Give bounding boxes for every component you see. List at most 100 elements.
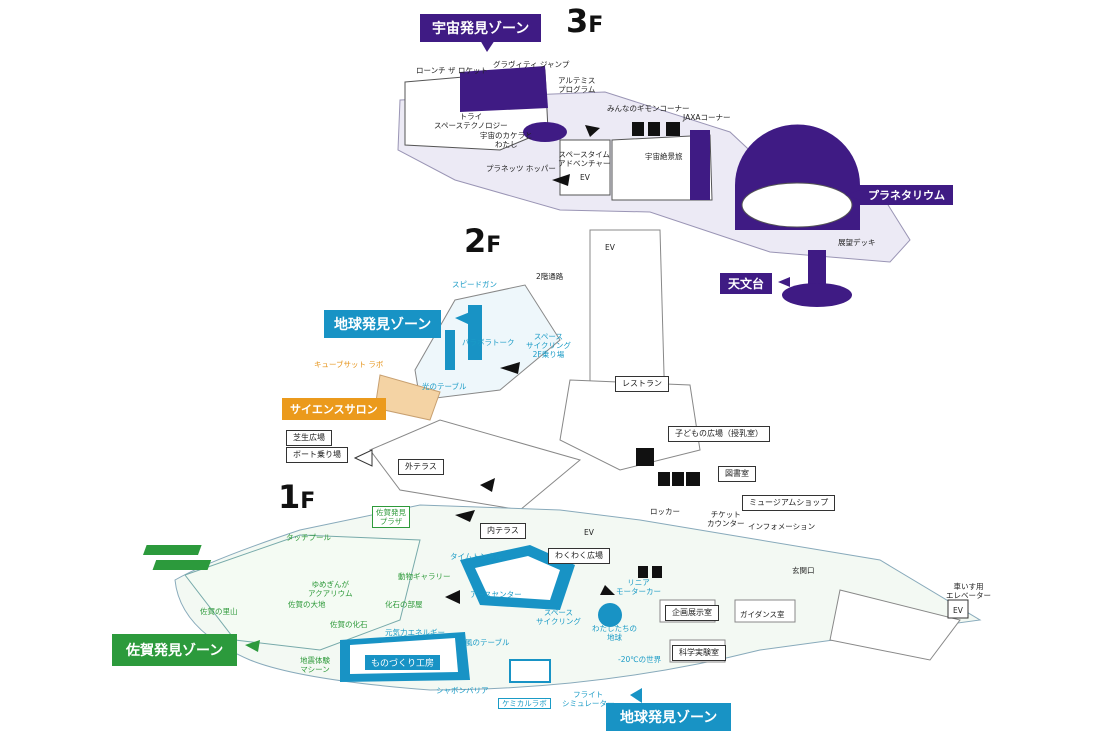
floor-3f-room-view	[611, 134, 713, 201]
label-flight-sim: フライト シミュレーター	[562, 690, 614, 708]
restroom-icon	[652, 566, 662, 578]
label-earth-center: アースセンター	[470, 590, 522, 599]
label-guidance-room: ガイダンス室	[740, 610, 785, 619]
label-observation-deck: 展望デッキ	[838, 238, 876, 247]
label-science-room: 科学実験室	[672, 645, 726, 661]
label-saga-land: 佐賀の大地	[288, 600, 326, 609]
floor-1f-plaza-green-1	[142, 545, 202, 555]
label-spacetime-2: アドベンチャー	[558, 159, 611, 168]
label-time-tunnel: タイムトンネル	[450, 552, 503, 561]
label-workshop: ものづくり工房	[365, 655, 441, 670]
label-gravity-jump: グラヴィティ ジャンプ	[493, 60, 570, 69]
label-camera: 宇宙のカケラと わたし	[480, 131, 533, 149]
label-aquarium-1: ゆめぎんが	[311, 580, 350, 589]
label-exhibition-room: 企画展示室	[665, 605, 719, 621]
label-outer-terrace: 外テラス	[398, 459, 444, 475]
label-flight-1: フライト	[573, 690, 604, 699]
wheelchair-icon	[686, 472, 700, 486]
label-question-corner: みんなのギモンコーナー	[607, 104, 690, 113]
zone-tag-observatory: 天文台	[720, 273, 773, 294]
zone-tag-earth-1f: 地球発見ゾーン	[606, 703, 732, 731]
label-kids-plaza: 子どもの広場（授乳室）	[668, 426, 770, 442]
restroom-icon	[638, 566, 648, 578]
label-wheelchair-ev-box: EV	[953, 606, 963, 615]
label-cycling-1f: スペース サイクリング	[536, 608, 581, 626]
arrow-icon	[552, 174, 570, 186]
label-ticket-1: チケット	[710, 510, 741, 519]
label-spacetime-1: スペースタイム	[558, 150, 610, 159]
label-quake-1: 地震体験	[300, 656, 330, 665]
observatory-base	[782, 283, 852, 307]
label-wind-table: 風のテーブル	[465, 638, 510, 647]
floor-label-3f: 3F	[566, 2, 603, 40]
label-try-space-tech: トライ スペーステクノロジー	[434, 112, 508, 130]
label-cycling-2f-2: サイクリング	[526, 341, 571, 350]
label-cycling-2f: スペース サイクリング 2F乗り場	[526, 332, 571, 359]
floor-label-2f: 2F	[464, 222, 501, 260]
label-wheelchair-ev-1: 車いす用	[953, 582, 984, 591]
label-jaxa-corner: JAXAコーナー	[683, 113, 731, 122]
label-saga-plaza-1: 佐賀発見	[376, 508, 406, 517]
label-cubesat-lab: キューブサット ラボ	[314, 360, 384, 369]
label-saga-plaza: 佐賀発見 プラザ	[372, 506, 410, 528]
zone-tag-pointer	[245, 640, 260, 652]
label-touch-pool: タッチプール	[286, 533, 331, 542]
label-lawn-plaza: 芝生広場	[286, 430, 332, 446]
label-cycling-2f-3: 2F乗り場	[532, 350, 565, 359]
arrow-icon	[455, 510, 475, 522]
zone-tag-pointer	[630, 688, 642, 703]
label-information: インフォメーション	[748, 522, 816, 531]
label-restaurant: レストラン	[615, 376, 669, 392]
label-museum-shop: ミュージアムショップ	[742, 495, 836, 511]
floor-3f-suffix: F	[588, 13, 604, 38]
zone-tag-pointer	[455, 312, 470, 325]
label-chemical-lab: ケミカルラボ	[498, 698, 551, 709]
label-aquarium-2: アクアリウム	[308, 589, 353, 598]
label-parabola-talk: パラボラトーク	[462, 338, 515, 347]
label-waku-plaza: わくわく広場	[548, 548, 610, 564]
label-light-table: 光のテーブル	[422, 382, 467, 391]
arrow-icon	[480, 478, 495, 492]
floor-2f-number: 2	[464, 222, 487, 260]
zone-tag-planetarium: プラネタリウム	[860, 185, 953, 205]
zone-tag-pointer	[480, 40, 495, 52]
label-spacetime: スペースタイム アドベンチャー	[558, 150, 610, 168]
label-flight-2: シミュレーター	[562, 699, 615, 708]
floor-3f-round-room	[523, 122, 567, 142]
restroom-icon	[648, 122, 660, 136]
floor-2f-earth-zone	[414, 284, 561, 401]
floor-3f-wall-jaxa	[690, 130, 710, 200]
label-our-earth-2: 地球	[607, 633, 622, 642]
label-try-2: スペーステクノロジー	[434, 121, 508, 130]
label-entrance: 玄関口	[792, 566, 815, 575]
label-bubble-barrier: シャボンバリア	[436, 686, 489, 695]
arrow-icon	[585, 125, 600, 137]
label-linear: リニア モーターカー	[616, 578, 661, 596]
label-launch-rocket: ローンチ ザ ロケット	[416, 66, 488, 75]
floor-1f-steps	[829, 589, 961, 661]
floor-1f-room-guidance	[734, 599, 796, 623]
label-camera-2: わたし	[495, 140, 518, 149]
floor-2f-blue-wall	[468, 305, 482, 360]
label-view-space: 宇宙絶景旅	[645, 152, 683, 161]
floor-1f-number: 1	[278, 478, 301, 516]
label-linear-1: リニア	[627, 578, 650, 587]
floor-2f-suffix: F	[486, 233, 502, 258]
label-satoyama: 佐賀の里山	[200, 607, 238, 616]
label-corridor-2f: 2階通路	[536, 272, 564, 281]
floor-label-1f: 1F	[278, 478, 315, 516]
arrow-icon	[500, 362, 520, 374]
label-ev-1f: EV	[584, 528, 594, 537]
label-our-earth: わたしたちの 地球	[592, 624, 637, 642]
floor-1f-plaza-green-2	[152, 560, 212, 570]
label-cycling-1f-1: スペース	[543, 608, 573, 617]
arrow-icon	[353, 449, 373, 467]
label-library: 図書室	[718, 466, 756, 482]
restroom-icon	[672, 472, 684, 486]
restroom-icon	[632, 122, 644, 136]
label-speed-gun: スピードガン	[452, 280, 497, 289]
label-our-earth-1: わたしたちの	[592, 624, 637, 633]
floor-1f-suffix: F	[300, 489, 316, 514]
zone-tag-earth-2f: 地球発見ゾーン	[324, 310, 442, 338]
